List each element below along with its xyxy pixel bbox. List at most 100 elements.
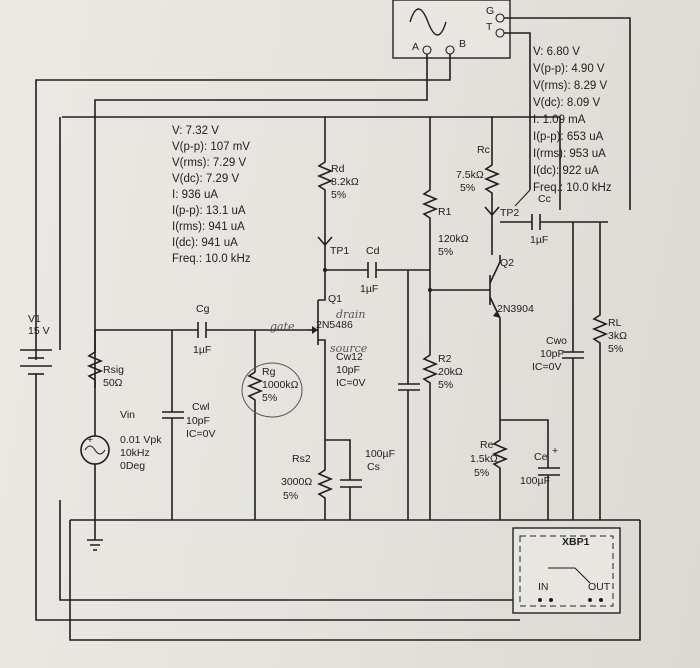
cw12-value: 10pF: [336, 364, 360, 376]
cs-value: 100µF: [365, 448, 395, 460]
vin-name: Vin: [120, 409, 135, 421]
rd-name: Rd: [331, 163, 345, 175]
svg-text:I(dc): 922 uA: I(dc): 922 uA: [533, 165, 599, 177]
svg-text:I: 1.09 mA: I: 1.09 mA: [533, 114, 586, 126]
probe-lead: [514, 189, 531, 207]
vin-amp: 0.01 Vpk: [120, 434, 162, 446]
rc-tol: 5%: [460, 182, 475, 194]
vin-phase: 0Deg: [120, 460, 145, 472]
r2-value: 20kΩ: [438, 366, 463, 378]
bjt-q2-icon: [489, 255, 501, 420]
re-tol: 5%: [474, 467, 489, 479]
scope-readout: V: 6.80 V V(p-p): 4.90 V V(rms): 8.29 V …: [533, 46, 612, 194]
rsig-value: 50Ω: [103, 377, 123, 389]
r1-tol: 5%: [438, 246, 453, 258]
q2-name: Q2: [500, 257, 514, 269]
rg-resistor: [246, 330, 264, 520]
svg-text:I(p-p): 653 uA: I(p-p): 653 uA: [533, 131, 604, 143]
wire-scope-trig: [504, 32, 531, 190]
rs2-tol: 5%: [283, 490, 298, 502]
wire-bottom-2: [59, 500, 520, 601]
svg-text:+: +: [87, 434, 93, 446]
ground-icon: [87, 480, 103, 551]
xbp1-out: OUT: [588, 581, 611, 593]
rc-resistor: [483, 117, 501, 255]
cs-name: Cs: [367, 461, 380, 473]
handwritten-source: source: [330, 342, 368, 355]
svg-text:I(dc): 941 uA: I(dc): 941 uA: [172, 237, 238, 249]
ce-plus: +: [552, 445, 558, 457]
bode-plotter-icon[interactable]: [512, 527, 621, 614]
r1-value: 120kΩ: [438, 233, 469, 245]
r1-r2-divider: [421, 117, 439, 520]
v1-name: V1: [28, 313, 41, 325]
rg-circle-mark: [241, 362, 303, 418]
cw12-name: Cw12: [336, 351, 363, 363]
svg-text:I(rms): 953 uA: I(rms): 953 uA: [533, 148, 606, 160]
rs2-resistor: [316, 440, 334, 520]
re-name: Re: [480, 439, 494, 451]
cw12-ic: IC=0V: [336, 377, 365, 389]
tp1-marker: [317, 236, 333, 246]
rd-tol: 5%: [331, 189, 346, 201]
ce-name: Ce: [534, 451, 548, 463]
rl-value: 3kΩ: [608, 330, 627, 342]
cc-capacitor: [500, 214, 608, 230]
svg-text:Freq.: 10.0 kHz: Freq.: 10.0 kHz: [172, 253, 251, 265]
cwo-ic: IC=0V: [532, 361, 561, 373]
rd-resistor: [316, 117, 334, 290]
cwl-name: Cwl: [192, 401, 210, 413]
rg-value: 1000kΩ: [262, 379, 299, 391]
q1-name: Q1: [328, 293, 342, 305]
cs-capacitor: [325, 439, 362, 520]
scope-channel-b-label: B: [459, 38, 466, 50]
vdd-rail: [62, 116, 561, 210]
rl-name: RL: [608, 317, 622, 329]
rl-tol: 5%: [608, 343, 623, 355]
wire-scope-a: [94, 54, 428, 388]
scope-trigger-label: T: [486, 21, 493, 33]
cg-capacitor: [197, 322, 308, 338]
svg-text:I: 936 uA: I: 936 uA: [172, 189, 218, 201]
cwo-value: 10pF: [540, 348, 564, 360]
scope-channel-a-label: A: [412, 41, 419, 53]
rs2-name: Rs2: [292, 453, 311, 465]
tp1-label: TP1: [330, 245, 349, 257]
svg-text:V: 6.80 V: V: 6.80 V: [533, 46, 580, 58]
svg-text:V(dc): 8.09 V: V(dc): 8.09 V: [533, 97, 600, 109]
v1-value: 15 V: [28, 325, 50, 337]
ac-source-icon: +: [80, 420, 110, 480]
wire-scope-b: [35, 54, 451, 355]
wire-scope-gnd: [504, 17, 631, 210]
cwl-value: 10pF: [186, 415, 210, 427]
q1-part: 2N5486: [316, 319, 353, 331]
rl-resistor: [591, 222, 609, 520]
rs2-value: 3000Ω: [281, 476, 312, 488]
svg-text:V(p-p): 4.90 V: V(p-p): 4.90 V: [533, 63, 605, 75]
cg-name: Cg: [196, 303, 210, 315]
cc-name: Cc: [538, 193, 551, 205]
wire-bottom-left: [35, 520, 520, 621]
r2-tol: 5%: [438, 379, 453, 391]
rsig-name: Rsig: [103, 364, 124, 376]
wire-to-q2-base: [408, 269, 490, 291]
scope-ground-label: G: [486, 5, 494, 17]
cd-value: 1µF: [360, 283, 378, 295]
cc-value: 1µF: [530, 234, 548, 246]
rd-value: 8.2kΩ: [331, 176, 359, 188]
r1-name: R1: [438, 206, 452, 218]
re-resistor: [491, 420, 509, 520]
ce-value: 100µF: [520, 475, 550, 487]
xbp1-in: IN: [538, 581, 549, 593]
xbp1-name: XBP1: [562, 536, 590, 548]
wire-bode-loop: [69, 520, 641, 641]
rsig-resistor: [86, 330, 104, 420]
cwl-ic: IC=0V: [186, 428, 215, 440]
handwritten-gate: gate: [270, 320, 295, 333]
oscilloscope-icon[interactable]: [392, 0, 511, 59]
svg-text:V: 7.32 V: V: 7.32 V: [172, 125, 219, 137]
cwl-capacitor: [162, 330, 184, 520]
vin-freq: 10kHz: [120, 447, 150, 459]
